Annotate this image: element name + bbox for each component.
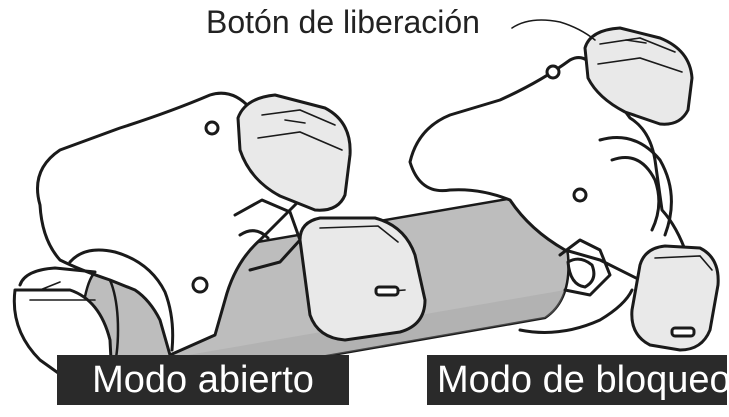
lock-mode-clamp: [408, 26, 720, 352]
release-button-callout: Botón de liberación: [206, 4, 480, 40]
callout-leader-line: [511, 19, 596, 41]
lock-mode-label: Modo de bloqueo: [427, 355, 729, 405]
open-mode-label: Modo abierto: [57, 355, 349, 405]
